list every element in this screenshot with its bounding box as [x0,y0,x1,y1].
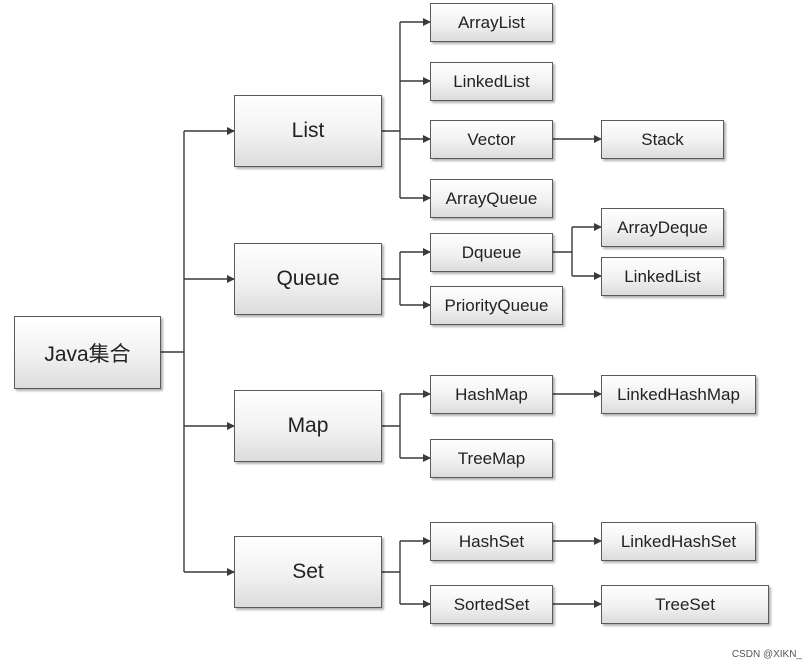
node-queue: Queue [234,243,382,315]
node-arraylist: ArrayList [430,3,553,42]
node-hashmap: HashMap [430,375,553,414]
node-arrayqueue: ArrayQueue [430,179,553,218]
node-list: List [234,95,382,167]
node-set: Set [234,536,382,608]
node-arraydeque: ArrayDeque [601,208,724,247]
node-linkedlist: LinkedList [430,62,553,101]
node-map: Map [234,390,382,462]
node-vector: Vector [430,120,553,159]
node-dqueue: Dqueue [430,233,553,272]
node-java-collections: Java集合 [14,316,161,389]
node-sortedset: SortedSet [430,585,553,624]
watermark: CSDN @XIKN_ [731,649,802,660]
node-linkedhashset: LinkedHashSet [601,522,756,561]
node-hashset: HashSet [430,522,553,561]
node-stack: Stack [601,120,724,159]
node-treeset: TreeSet [601,585,769,624]
node-linkedlist-deque: LinkedList [601,257,724,296]
node-treemap: TreeMap [430,439,553,478]
node-priorityqueue: PriorityQueue [430,286,563,325]
node-linkedhashmap: LinkedHashMap [601,375,756,414]
